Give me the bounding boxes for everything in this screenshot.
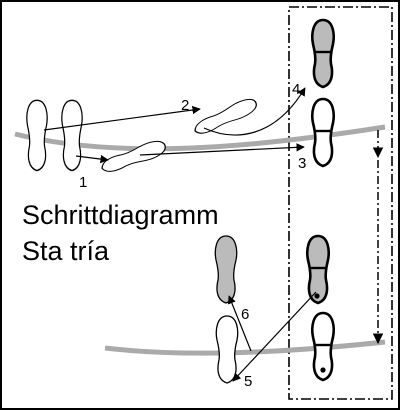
step-4-foot	[311, 18, 335, 89]
step-label-3: 3	[298, 155, 306, 172]
diagram-title: Schrittdiagramm	[22, 200, 219, 230]
step-2-foot	[191, 95, 260, 139]
diagram-subtitle: Sta tría	[22, 236, 110, 266]
start-foot-left	[26, 99, 48, 172]
step-5-foot	[215, 315, 239, 384]
step-label-6: 6	[241, 306, 249, 323]
pivot-dot-upper	[314, 293, 320, 299]
step-label-4: 4	[292, 81, 300, 98]
step-label-5: 5	[244, 373, 252, 390]
arrow-step-2	[43, 105, 201, 131]
arrow-step-4	[203, 87, 306, 136]
step-3-foot	[311, 97, 335, 168]
step-6-foot	[214, 235, 238, 304]
lower-box-foot-top	[306, 234, 330, 305]
step-label-2: 2	[181, 97, 189, 114]
step-label-1: 1	[79, 174, 87, 191]
dashdot-box	[288, 6, 393, 400]
floor-line-bottom	[104, 339, 386, 356]
arrow-step-6	[227, 295, 252, 352]
start-foot-right	[61, 99, 83, 172]
arrow-step-3	[139, 143, 305, 156]
arrow-step-5	[232, 291, 317, 382]
arrow-step-1	[75, 154, 109, 164]
step-1-foot	[98, 137, 169, 177]
pivot-dot-lower	[320, 367, 326, 373]
